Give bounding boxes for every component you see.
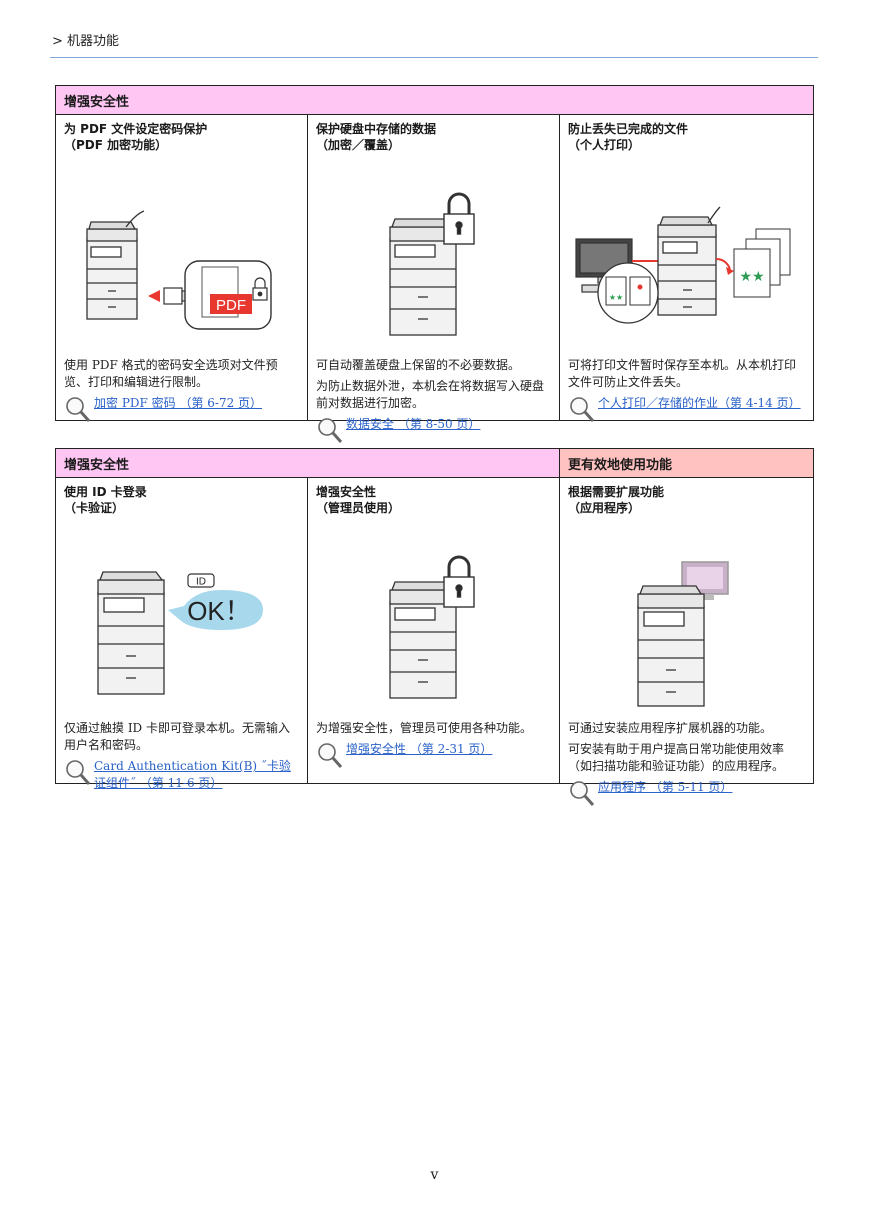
svg-text:ID: ID: [196, 577, 206, 588]
lock-icon: [443, 555, 475, 608]
app-screen-icon: [681, 561, 729, 600]
reference-link-row: Card Authentication Kit(B) ˝卡验证组件˝ （第 11…: [64, 758, 301, 792]
mfp-icon: [389, 581, 457, 699]
feature-description: 可将打印文件暂时保存至本机。从本机打印文件可防止文件丢失。 个人打印／存储的作业…: [568, 357, 807, 425]
id-card-icon: ID: [187, 573, 215, 588]
magnifier-icon: [66, 397, 91, 422]
feature-table-security: 增强安全性 为 PDF 文件设定密码保护 （PDF 加密功能）: [55, 85, 814, 443]
magnifier-icon: [570, 781, 595, 806]
feature-description: 可自动覆盖硬盘上保留的不必要数据。 为防止数据外泄，本机会在将数据写入硬盘前对数…: [316, 357, 553, 446]
ok-speech-bubble: OK！: [168, 590, 263, 630]
feature-cell-private-print: 防止丢失已完成的文件 （个人打印）: [559, 114, 814, 422]
mfp-icon: [97, 571, 165, 695]
feature-cell-applications: 根据需要扩展功能 （应用程序）: [559, 477, 815, 806]
feature-cell-admin-security: 增强安全性 （管理员使用）: [306, 477, 561, 784]
magnifier-icon: [570, 397, 595, 422]
magnifier-icon: [318, 743, 343, 768]
reference-link-row: 增强安全性 （第 2-31 页）: [316, 741, 553, 771]
reference-link-row: 个人打印／存储的作业（第 4-14 页）: [568, 395, 807, 425]
section-header-security: 增强安全性: [55, 85, 814, 115]
breadcrumb: > 机器功能: [52, 34, 120, 49]
mfp-icon: [86, 210, 145, 320]
feature-title: 为 PDF 文件设定密码保护 （PDF 加密功能）: [64, 122, 208, 152]
magnifier-icon: [318, 418, 343, 443]
admin-security-illustration: [389, 555, 475, 699]
feature-title: 防止丢失已完成的文件 （个人打印）: [568, 122, 689, 152]
reference-link-row: 加密 PDF 密码 （第 6-72 页）: [64, 395, 301, 425]
svg-text:OK！: OK！: [187, 596, 251, 626]
mfp-icon: [389, 218, 457, 336]
printed-pages-icon: ★★: [733, 228, 791, 298]
section-header-security: 增强安全性: [54, 448, 561, 478]
feature-title: 根据需要扩展功能 （应用程序）: [568, 485, 665, 515]
feature-table-security-applications: 增强安全性 更有效地使用功能 使用 ID 卡登录 （卡验证）: [54, 448, 815, 806]
feature-cell-card-authentication: 使用 ID 卡登录 （卡验证） ID: [55, 477, 308, 790]
reference-link-row: 数据安全 （第 8-50 页）: [316, 416, 553, 446]
pdf-label: PDF: [216, 297, 246, 314]
hdd-security-illustration: [389, 192, 475, 336]
feature-cell-data-security: 保护硬盘中存储的数据 （加密／覆盖）: [307, 114, 560, 443]
feature-description: 可通过安装应用程序扩展机器的功能。 可安装有助于用户提高日常功能使用效率（如扫描…: [568, 720, 807, 809]
reference-link[interactable]: 数据安全 （第 8-50 页）: [346, 417, 481, 431]
feature-description: 仅通过触摸 ID 卡即可登录本机。无需输入用户名和密码。 Card Authen…: [64, 720, 301, 792]
feature-cell-pdf-encryption: 为 PDF 文件设定密码保护 （PDF 加密功能）: [55, 114, 308, 422]
private-print-illustration: ★★ ★★: [575, 206, 791, 324]
lock-icon: [443, 192, 475, 245]
reference-link-row: 应用程序 （第 5-11 页）: [568, 779, 807, 809]
reference-link[interactable]: 增强安全性 （第 2-31 页）: [346, 742, 493, 756]
reference-link[interactable]: 加密 PDF 密码 （第 6-72 页）: [94, 396, 263, 410]
feature-description: 使用 PDF 格式的密码安全选项对文件预览、打印和编辑进行限制。 加密 PDF …: [64, 357, 301, 425]
svg-text:★★: ★★: [609, 293, 623, 302]
mfp-icon: [657, 206, 721, 316]
card-authentication-illustration: ID OK！: [97, 571, 263, 695]
arrow-right-icon: [715, 258, 731, 270]
applications-illustration: [637, 561, 729, 707]
magnifier-icon: [66, 760, 91, 785]
arrow-left-icon: [148, 290, 160, 302]
svg-text:★★: ★★: [739, 269, 764, 285]
feature-title: 使用 ID 卡登录 （卡验证）: [64, 485, 147, 515]
feature-title: 增强安全性 （管理员使用）: [316, 485, 401, 515]
lock-icon: [252, 277, 268, 301]
reference-link[interactable]: Card Authentication Kit(B) ˝卡验证组件˝ （第 11…: [94, 759, 291, 790]
reference-link[interactable]: 个人打印／存储的作业（第 4-14 页）: [598, 396, 801, 410]
feature-title: 保护硬盘中存储的数据 （加密／覆盖）: [316, 122, 437, 152]
feature-description: 为增强安全性，管理员可使用各种功能。 增强安全性 （第 2-31 页）: [316, 720, 553, 771]
reference-link[interactable]: 应用程序 （第 5-11 页）: [598, 780, 733, 794]
mfp-icon: [637, 585, 705, 707]
page-number: v: [430, 1167, 439, 1183]
section-header-efficiency: 更有效地使用功能: [559, 448, 815, 478]
pdf-encryption-illustration: PDF: [86, 210, 272, 330]
pdf-label-box: [210, 294, 252, 314]
header-rule: [50, 57, 818, 58]
